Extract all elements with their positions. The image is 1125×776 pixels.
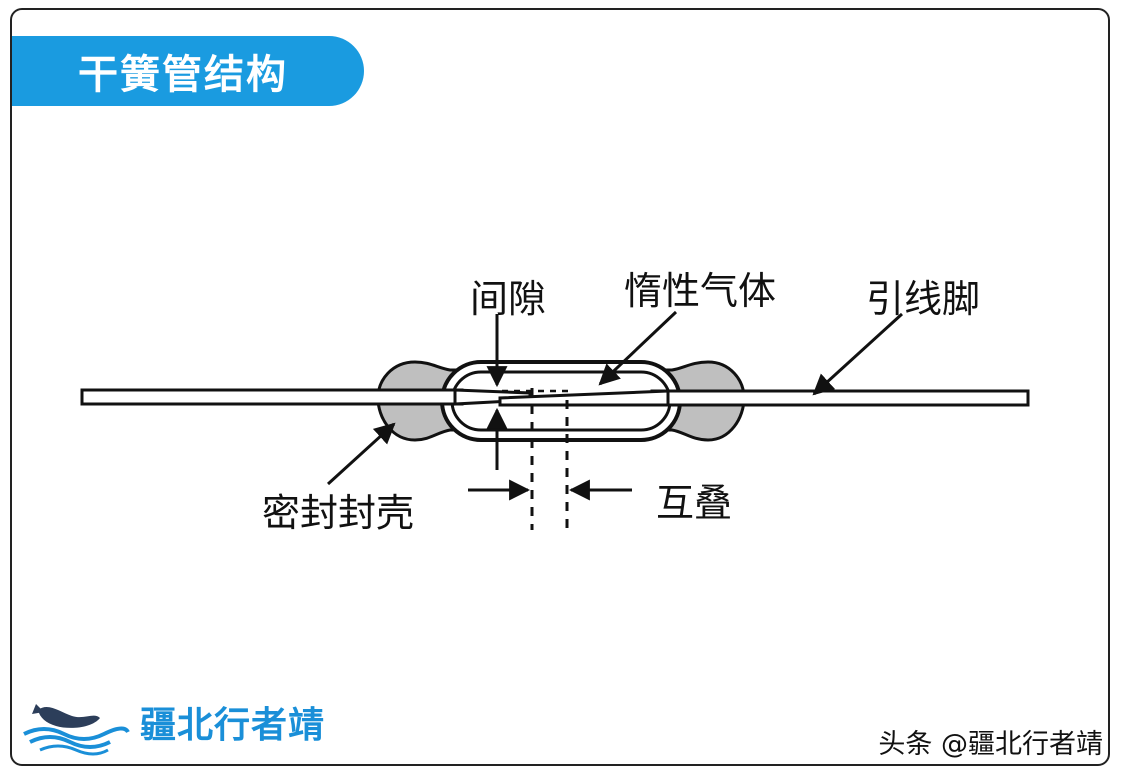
right-reed: [498, 389, 670, 407]
lead-leader: [812, 312, 904, 396]
label-seal: 密封封壳: [262, 491, 415, 535]
whale-wave-logo-icon: [23, 704, 130, 756]
label-overlap: 互叠: [656, 481, 733, 525]
inert-gas-leader: [598, 310, 678, 386]
title-banner: 干簧管结构: [12, 36, 364, 106]
brand-block: 疆北行者靖: [22, 696, 325, 748]
seal-leader: [326, 422, 396, 486]
brand-name: 疆北行者靖: [140, 705, 326, 746]
author-credit: 头条 @疆北行者靖: [878, 729, 1103, 760]
left-lead-wire: [80, 388, 464, 406]
right-lead-wire: [650, 389, 1030, 407]
label-inert-gas: 惰性气体: [624, 269, 777, 313]
label-gap: 间隙: [470, 277, 547, 321]
page-title: 干簧管结构: [78, 52, 288, 98]
label-lead: 引线脚: [866, 277, 981, 321]
